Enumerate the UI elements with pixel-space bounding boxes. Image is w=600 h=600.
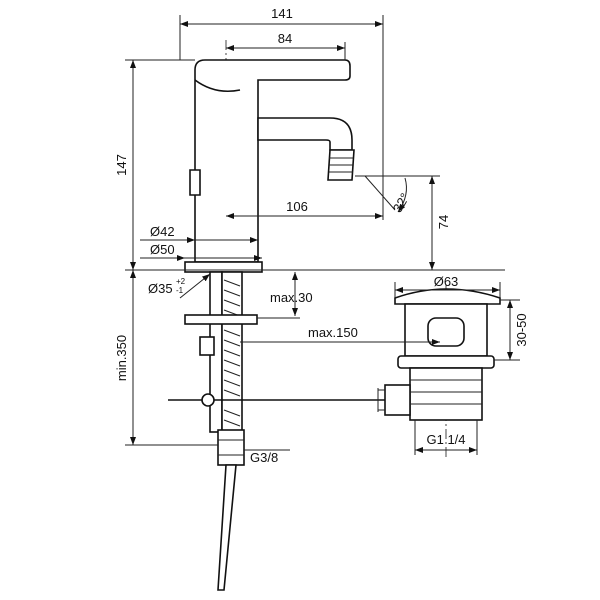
- dim-max150: max.150: [308, 325, 358, 340]
- mounting-assembly: [168, 271, 385, 591]
- dim-141: 141: [271, 6, 293, 21]
- faucet-body: [184, 59, 355, 273]
- dim-74: 74: [436, 215, 451, 229]
- dim-g3-8: G3/8: [250, 450, 278, 465]
- dim-d63: Ø63: [434, 274, 459, 289]
- dim-d50: Ø50: [150, 242, 175, 257]
- dim-d35: Ø35: [148, 281, 173, 296]
- dim-max30: max.30: [270, 290, 313, 305]
- dim-30-50: 30-50: [514, 313, 529, 346]
- dimension-lines: [130, 21, 513, 453]
- pop-up-waste: [377, 288, 501, 421]
- dim-min350: min.350: [114, 335, 129, 381]
- dim-106: 106: [286, 199, 308, 214]
- dim-d35-tol-minus: -1: [176, 286, 184, 295]
- dim-84: 84: [278, 31, 292, 46]
- dim-d35-tol-plus: +2: [176, 277, 186, 286]
- dim-32-deg: 32°: [390, 190, 413, 215]
- dim-g1-1-4: G1 1/4: [426, 432, 465, 447]
- dim-d42: Ø42: [150, 224, 175, 239]
- dim-147: 147: [114, 154, 129, 176]
